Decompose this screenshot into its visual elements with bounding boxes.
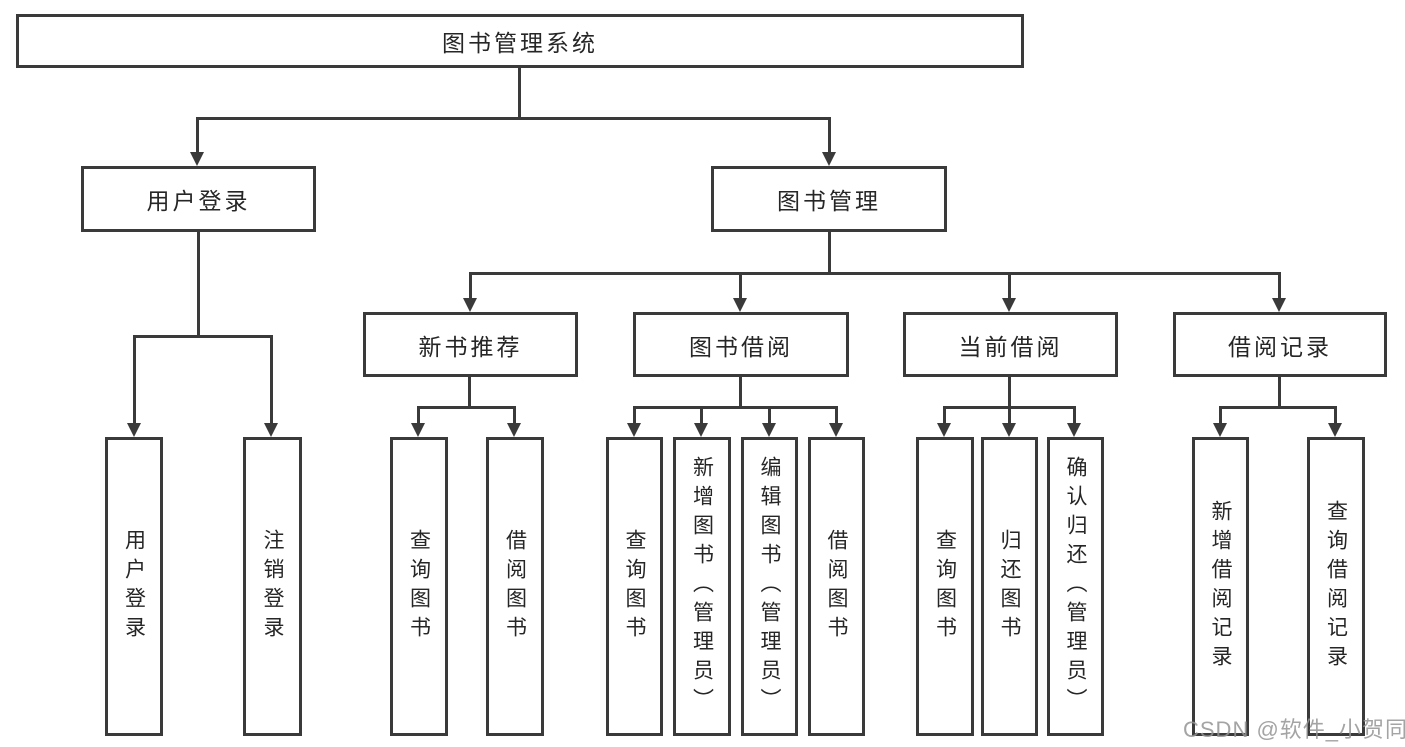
leaf-borrowing-query-books: 查询图书 xyxy=(606,437,663,736)
leaf-borrowing-add-books-admin: 新增图书（管理员） xyxy=(673,437,731,736)
connector-stem-current-borrowing xyxy=(1008,272,1011,298)
leaf-label: 注销登录 xyxy=(261,528,284,645)
csdn-watermark: CSDN @软件_小贺同学 xyxy=(1183,717,1405,742)
leaf-label: 查询借阅记录 xyxy=(1324,499,1348,674)
connector-stem-book-management xyxy=(828,117,831,153)
connector-stem-book-borrowing xyxy=(739,272,742,298)
connector-stem-leaf-user-login xyxy=(133,335,136,425)
connector-stem xyxy=(700,406,703,425)
node-borrow-records: 借阅记录 xyxy=(1173,312,1387,377)
node-label: 当前借阅 xyxy=(958,333,1063,360)
arrow-down-icon xyxy=(1328,423,1342,437)
arrow-down-icon xyxy=(127,423,141,437)
leaf-label: 查询图书 xyxy=(623,528,646,645)
leaf-user-login: 用户登录 xyxy=(105,437,163,736)
connector-current-borrowing-drop xyxy=(1008,377,1011,406)
connector-level3-rail xyxy=(469,272,1280,275)
connector-user-login-rail xyxy=(133,335,273,338)
node-label: 借阅记录 xyxy=(1228,333,1332,360)
arrow-down-icon xyxy=(264,423,278,437)
leaf-label: 确认归还（管理员） xyxy=(1064,456,1087,717)
leaf-label: 新增图书（管理员） xyxy=(690,456,714,717)
arrow-down-icon xyxy=(1002,423,1016,437)
leaf-label: 归还图书 xyxy=(998,528,1021,645)
arrow-down-icon xyxy=(1002,298,1016,312)
connector-root-drop xyxy=(518,68,521,117)
connector-new-book-drop xyxy=(468,377,471,406)
connector-stem xyxy=(1334,406,1337,425)
arrow-down-icon xyxy=(190,152,204,166)
arrow-down-icon xyxy=(762,423,776,437)
connector-stem xyxy=(943,406,946,425)
node-book-borrowing: 图书借阅 xyxy=(633,312,849,377)
node-label: 图书管理系统 xyxy=(442,30,598,56)
connector-stem xyxy=(835,406,838,425)
leaf-label: 借阅图书 xyxy=(825,528,848,645)
arrow-down-icon xyxy=(1067,423,1081,437)
arrow-down-icon xyxy=(507,423,521,437)
leaf-current-query-books: 查询图书 xyxy=(916,437,974,736)
connector-level2-rail xyxy=(196,117,831,120)
leaf-label: 查询图书 xyxy=(407,528,431,645)
leaf-label: 用户登录 xyxy=(122,528,146,645)
arrow-down-icon xyxy=(694,423,708,437)
connector-stem xyxy=(633,406,636,425)
connector-book-borrowing-rail xyxy=(633,406,837,409)
arrow-down-icon xyxy=(411,423,425,437)
leaf-newrec-query-books: 查询图书 xyxy=(390,437,448,736)
connector-stem-borrow-records xyxy=(1278,272,1281,298)
connector-stem-new-book xyxy=(469,272,472,298)
leaf-records-add-borrow-record: 新增借阅记录 xyxy=(1192,437,1249,736)
connector-stem xyxy=(768,406,771,425)
connector-stem xyxy=(513,406,516,425)
connector-stem xyxy=(1073,406,1076,425)
leaf-records-query-borrow-record: 查询借阅记录 xyxy=(1307,437,1365,736)
connector-borrow-records-rail xyxy=(1219,406,1336,409)
connector-stem xyxy=(417,406,420,425)
arrow-down-icon xyxy=(1213,423,1227,437)
arrow-down-icon xyxy=(822,152,836,166)
connector-stem-user-login xyxy=(196,117,199,153)
node-user-login: 用户登录 xyxy=(81,166,316,232)
leaf-borrowing-edit-books-admin: 编辑图书（管理员） xyxy=(741,437,798,736)
node-label: 图书借阅 xyxy=(689,333,793,360)
node-current-borrowing: 当前借阅 xyxy=(903,312,1118,377)
node-library-management-system: 图书管理系统 xyxy=(16,14,1024,68)
node-label: 图书管理 xyxy=(777,188,881,214)
connector-stem xyxy=(1219,406,1222,425)
connector-new-book-rail xyxy=(417,406,515,409)
arrow-down-icon xyxy=(1272,298,1286,312)
connector-stem-leaf-logout xyxy=(270,335,273,425)
node-label: 用户登录 xyxy=(146,188,251,214)
leaf-borrowing-borrow-books: 借阅图书 xyxy=(808,437,865,736)
leaf-label: 编辑图书（管理员） xyxy=(758,456,781,717)
leaf-newrec-borrow-books: 借阅图书 xyxy=(486,437,544,736)
node-new-book-recommend: 新书推荐 xyxy=(363,312,578,377)
connector-book-management-drop xyxy=(828,232,831,272)
arrow-down-icon xyxy=(829,423,843,437)
leaf-current-confirm-return-admin: 确认归还（管理员） xyxy=(1047,437,1104,736)
arrow-down-icon xyxy=(733,298,747,312)
leaf-label: 借阅图书 xyxy=(503,528,527,645)
node-book-management: 图书管理 xyxy=(711,166,947,232)
arrow-down-icon xyxy=(463,298,477,312)
arrow-down-icon xyxy=(627,423,641,437)
node-label: 新书推荐 xyxy=(418,333,523,360)
arrow-down-icon xyxy=(937,423,951,437)
connector-stem xyxy=(1008,406,1011,425)
connector-user-login-drop xyxy=(197,232,200,335)
leaf-label: 新增借阅记录 xyxy=(1209,499,1232,674)
leaf-label: 查询图书 xyxy=(933,528,957,645)
connector-borrow-records-drop xyxy=(1278,377,1281,406)
leaf-logout: 注销登录 xyxy=(243,437,302,736)
leaf-current-return-books: 归还图书 xyxy=(981,437,1038,736)
connector-book-borrowing-drop xyxy=(739,377,742,406)
